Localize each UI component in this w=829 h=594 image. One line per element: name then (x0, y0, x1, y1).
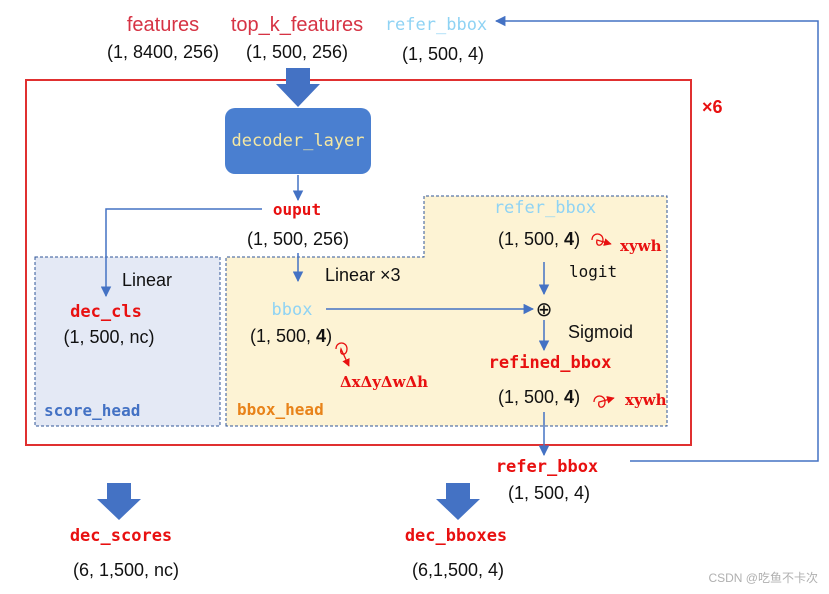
xywh-note-2: xywh (625, 391, 667, 409)
decoder-layer-box (225, 108, 371, 174)
top-k-features-label: top_k_features (231, 14, 363, 36)
bbox-head-linear: Linear ×3 (325, 265, 401, 285)
refer-bbox-inner-shape: (1, 500, 4) (498, 229, 580, 249)
top-k-features-shape: (1, 500, 256) (246, 42, 348, 62)
header-refer-bbox-label: refer_bbox (385, 15, 487, 35)
features-label: features (127, 14, 199, 36)
header-refer-bbox-shape: (1, 500, 4) (402, 44, 484, 64)
input-down-arrow (276, 68, 320, 107)
ouput-to-dec-cls-arrow (100, 208, 262, 298)
loop-refer-bbox-shape: (1, 500, 4) (508, 483, 590, 503)
bbox-shape: (1, 500, 4) (250, 326, 332, 346)
repeat-label: ×6 (702, 97, 723, 117)
sigmoid-label: Sigmoid (568, 322, 633, 342)
dec-bboxes-down-arrow (436, 483, 480, 520)
refined-bbox-shape: (1, 500, 4) (498, 387, 580, 407)
bbox-label: bbox (272, 300, 313, 320)
refer-bbox-inner-label: refer_bbox (494, 198, 596, 218)
bbox-head-region (225, 195, 668, 427)
xywh-squiggle-2 (593, 395, 615, 408)
dec-bboxes-shape: (6,1,500, 4) (412, 560, 504, 580)
refined-bbox-label: refined_bbox (489, 353, 612, 373)
score-head-region (34, 256, 221, 427)
feedback-loop-arrow (494, 15, 819, 462)
dec-cls-shape: (1, 500, nc) (63, 327, 154, 347)
score-head-linear: Linear (122, 270, 172, 290)
features-shape: (1, 8400, 256) (107, 42, 219, 62)
watermark: CSDN @吃鱼不卡次 (708, 571, 818, 585)
delta-squiggle (335, 342, 350, 367)
decoder-repeat-frame (25, 79, 692, 446)
delta-note: ΔxΔyΔwΔh (340, 373, 428, 391)
ouput-shape: (1, 500, 256) (247, 229, 349, 249)
plus-symbol: ⊕ (536, 299, 553, 321)
bbox-head-title: bbox_head (237, 400, 324, 419)
dec-scores-label: dec_scores (70, 526, 172, 546)
decoder-layer-label: decoder_layer (231, 131, 364, 151)
dec-bboxes-label: dec_bboxes (405, 526, 507, 546)
ouput-label: ouput (273, 200, 321, 219)
dec-scores-shape: (6, 1,500, nc) (73, 560, 179, 580)
logit-label: logit (569, 262, 617, 281)
dec-scores-down-arrow (97, 483, 141, 520)
dec-cls-label: dec_cls (70, 302, 142, 322)
xywh-squiggle-1 (591, 233, 612, 246)
loop-refer-bbox-label: refer_bbox (496, 457, 598, 477)
score-head-title: score_head (44, 401, 140, 420)
xywh-note-1: xywh (620, 237, 662, 255)
